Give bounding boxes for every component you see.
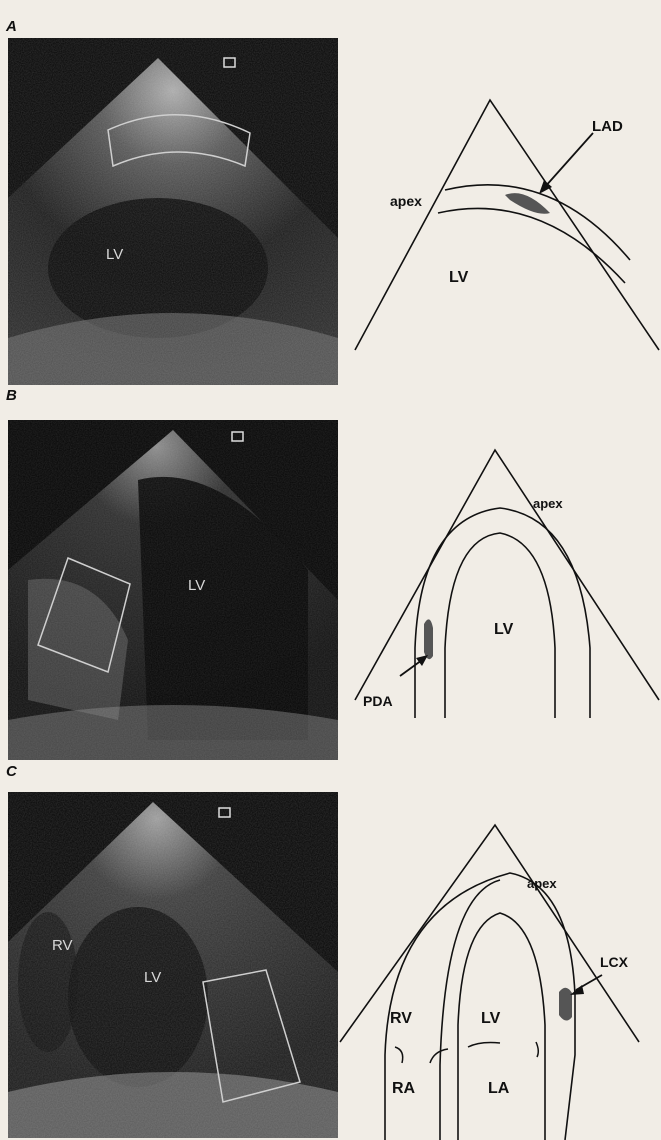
panel-a-echo-image: LV [8, 38, 338, 385]
panel-a-diagram: LAD apex LV [340, 95, 661, 355]
panel-a-diagram-lad-label: LAD [592, 118, 623, 135]
panel-b-diagram: PDA apex LV [340, 448, 661, 718]
panel-c-diagram-lcx-label: LCX [600, 954, 629, 970]
panel-c-echo-lv-label: LV [144, 969, 161, 986]
panel-c-echo-image: RV LV [8, 792, 338, 1138]
panel-b-diagram-lv-label: LV [494, 621, 514, 638]
panel-c-letter: C [6, 763, 17, 780]
panel-c-diagram-la-label: LA [488, 1080, 510, 1097]
panel-b-echo-lv-label: LV [188, 577, 205, 594]
panel-c-echo-rv-label: RV [52, 937, 73, 954]
panel-c-diagram-ra-label: RA [392, 1080, 416, 1097]
panel-a-letter: A [6, 18, 17, 35]
panel-c-diagram-apex-label: apex [527, 876, 557, 891]
panel-c-diagram: LCX apex RV LV RA LA [340, 825, 661, 1140]
panel-a-diagram-apex-label: apex [390, 193, 422, 209]
panel-c-diagram-lv-label: LV [481, 1010, 501, 1027]
panel-b-letter: B [6, 387, 17, 404]
panel-a-echo-lv-label: LV [106, 246, 123, 263]
panel-b-echo-image: LV [8, 420, 338, 760]
panel-c-diagram-rv-label: RV [390, 1010, 412, 1027]
panel-b-diagram-pda-label: PDA [363, 693, 393, 709]
panel-a-diagram-lv-label: LV [449, 269, 469, 286]
panel-b-diagram-apex-label: apex [533, 496, 563, 511]
